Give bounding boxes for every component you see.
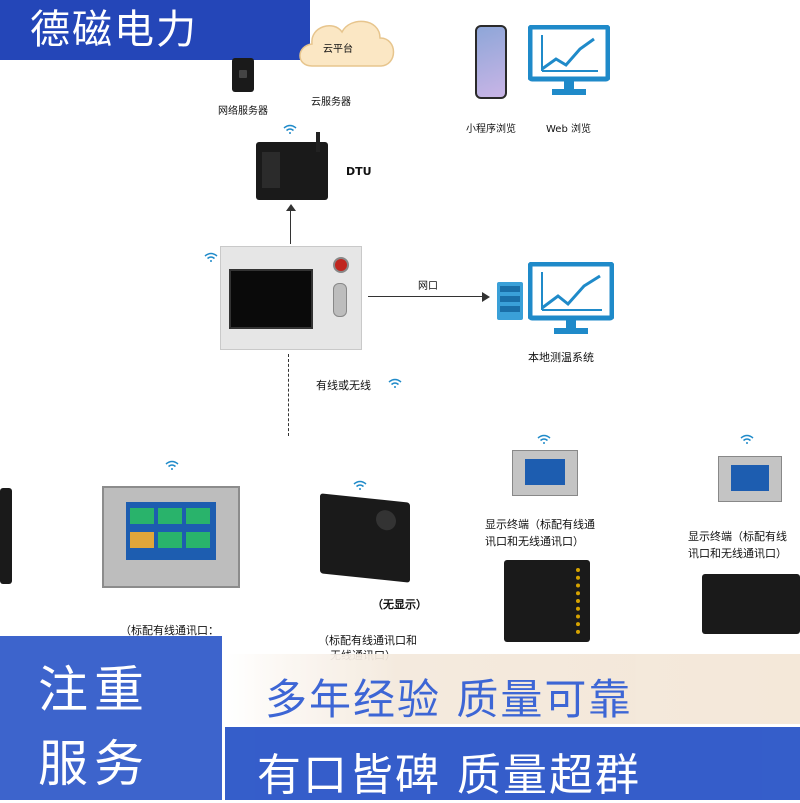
slogan-banner-bottom: 有口皆碑 质量超群 [225, 727, 800, 801]
no-display-label: （无显示） [372, 598, 427, 611]
connector-line [290, 206, 291, 244]
web-label: Web 浏览 [546, 124, 591, 135]
display-terminal-2-l2: 讯口和无线通讯口） [688, 547, 787, 560]
brand-banner: 德磁电力 [0, 0, 310, 60]
slogan-2: 有口皆碑 质量超群 [257, 750, 641, 801]
display-terminal-1 [512, 450, 578, 496]
display-terminal-2 [718, 456, 782, 502]
connector-line [368, 296, 484, 297]
alarm-light [333, 257, 349, 273]
terminal-note-b: （标配有线通讯口： [120, 624, 219, 637]
wifi-icon [204, 252, 218, 262]
network-server-device [232, 58, 254, 92]
local-system-label: 本地测温系统 [528, 351, 594, 364]
wifi-icon [283, 124, 297, 134]
port-label: 网口 [418, 281, 438, 292]
dtu-label: DTU [346, 165, 372, 178]
network-server-caption: 网络服务器 [218, 106, 268, 117]
arrow-right-icon [482, 292, 490, 302]
slogan-1: 多年经验 质量可靠 [265, 675, 633, 724]
collector-device [320, 493, 410, 583]
slogan-banner-left: 注重 服务 [0, 636, 222, 800]
slogan-banner-top: 多年经验 质量可靠 [225, 654, 800, 724]
door-handle [333, 283, 347, 317]
display-terminal-1-l1: 显示终端（标配有线通 [485, 518, 595, 531]
gateway-device [702, 574, 800, 634]
local-monitor-icon [528, 262, 614, 334]
display-terminal-1-l2: 讯口和无线通讯口） [485, 535, 584, 548]
wifi-icon [740, 434, 754, 444]
web-monitor-icon [528, 25, 610, 95]
dtu-device [256, 132, 328, 200]
cloud-icon [299, 20, 395, 67]
cloud-server-caption: 云服务器 [311, 97, 351, 108]
wired-wireless-label: 有线或无线 [316, 379, 371, 392]
touch-display-terminal [102, 486, 240, 588]
mini-program-label: 小程序浏览 [466, 124, 516, 135]
terminal-note-a-l1: （标配有线通讯口和 [318, 634, 417, 647]
wifi-icon [353, 480, 367, 490]
wifi-icon [165, 460, 179, 470]
server-icon [497, 282, 523, 320]
left-slogan-l2: 服务 [38, 735, 150, 793]
phone-icon [475, 25, 507, 99]
display-terminal-2-l1: 显示终端（标配有线 [688, 530, 787, 543]
wifi-icon [537, 434, 551, 444]
cloud-label: 云平台 [323, 44, 353, 55]
terminal-screen [126, 502, 216, 560]
wifi-icon [388, 378, 402, 388]
host-screen [229, 269, 313, 329]
arrow-up-icon [286, 204, 296, 211]
connector-line [288, 354, 289, 436]
left-slogan-l1: 注重 [38, 661, 150, 719]
host-panel [220, 246, 362, 350]
partial-device [0, 488, 12, 584]
gateway-device [504, 560, 590, 642]
